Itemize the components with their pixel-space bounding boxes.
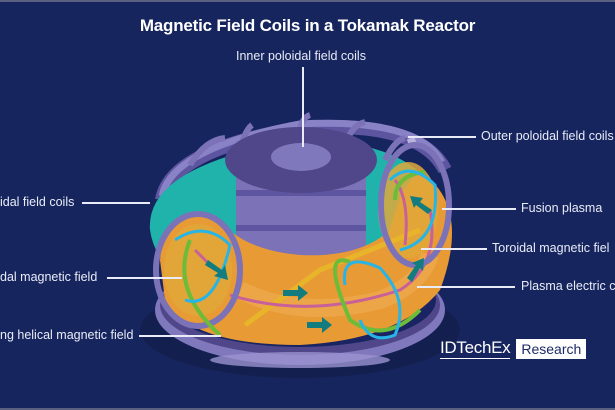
leader-plasma-current — [417, 286, 515, 288]
leader-toroidal-field — [421, 248, 487, 250]
toroidal-coil-left — [153, 211, 243, 329]
leader-fusion-plasma — [442, 208, 516, 210]
bottom-border — [0, 408, 615, 410]
label-helical-magnetic-field: ng helical magnetic field — [0, 328, 134, 342]
label-fusion-plasma: Fusion plasma — [521, 201, 603, 215]
diagram-title: Magnetic Field Coils in a Tokamak Reacto… — [139, 16, 476, 35]
leader-outer-poloidal — [408, 136, 476, 138]
idtechex-logo: IDTechEx Research — [440, 338, 587, 359]
toroidal-coil-right — [378, 142, 452, 268]
leader-inner-poloidal — [302, 67, 304, 147]
leader-helical-field — [139, 335, 221, 337]
label-poloidal-magnetic-field: dal magnetic field — [0, 270, 98, 284]
poloidal-field-line — [182, 239, 222, 337]
plasma-current-arrows — [205, 196, 432, 333]
label-toroidal-magnetic-field: Toroidal magnetic fiel — [492, 241, 610, 255]
label-outer-poloidal-coils: Outer poloidal field coils — [481, 129, 614, 143]
label-toroidal-field-coils: idal field coils — [0, 195, 75, 209]
logo-tag: Research — [516, 339, 587, 359]
toroidal-field-line — [229, 209, 434, 308]
label-inner-poloidal-coils: Inner poloidal field coils — [236, 49, 366, 63]
logo-brand: IDTechEx — [440, 338, 511, 359]
label-plasma-electric-current: Plasma electric c — [521, 279, 615, 293]
helical-field-line — [174, 229, 232, 303]
leader-poloidal-field — [107, 277, 182, 279]
leader-toroidal-coils — [82, 202, 150, 204]
top-border — [0, 0, 615, 2]
